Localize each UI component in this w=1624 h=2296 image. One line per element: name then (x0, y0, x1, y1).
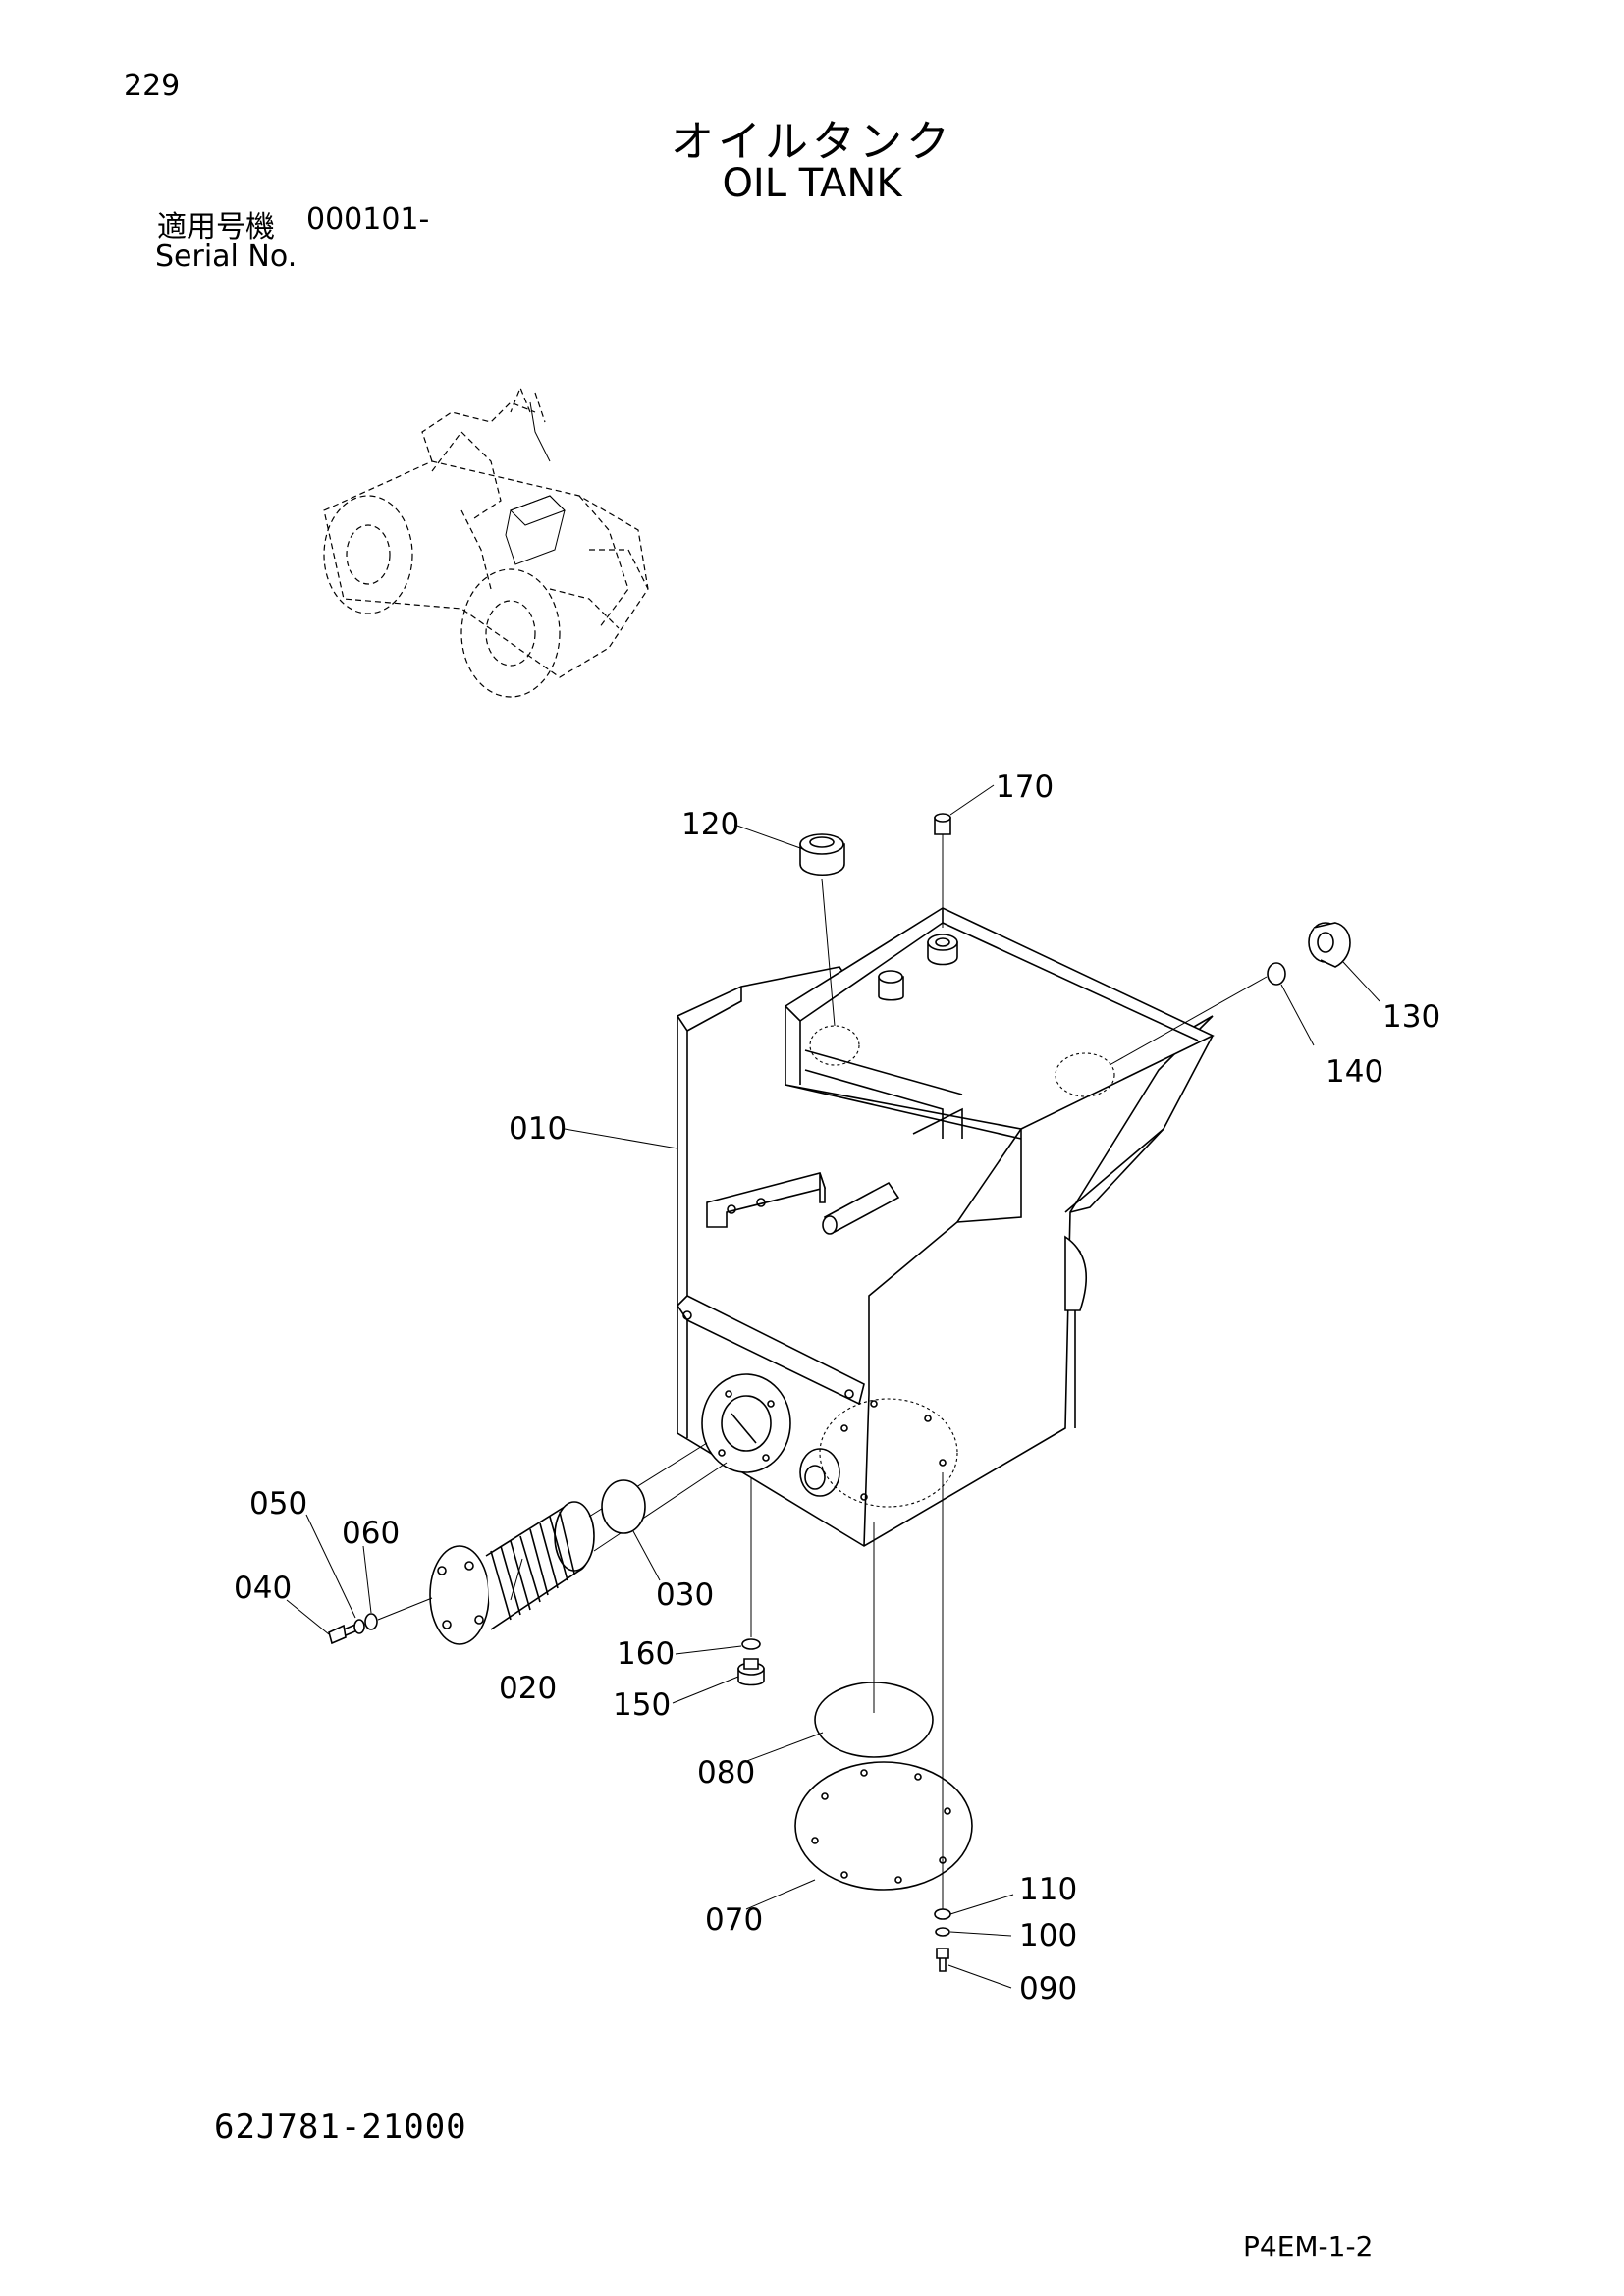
callout-080: 080 (697, 1755, 755, 1790)
part-090-bolt (936, 1472, 949, 1972)
part-020-strainer (429, 1442, 728, 1645)
oil-tank-body (676, 907, 1215, 1547)
serial-label-en: Serial No. (155, 240, 298, 274)
serial-value: 000101- (306, 202, 430, 237)
callout-100: 100 (1019, 1918, 1077, 1953)
part-110-washer (934, 1908, 951, 1920)
page-title-jp: オイルタンク (671, 117, 953, 167)
part-070-cover (794, 1761, 973, 1891)
callout-070: 070 (705, 1902, 763, 1938)
callout-030: 030 (656, 1577, 714, 1613)
callout-060: 060 (342, 1516, 400, 1551)
part-170-plug (934, 813, 951, 928)
machine-locator-thumbnail (323, 386, 649, 698)
page-number: 229 (124, 69, 181, 103)
serial-label-jp: 適用号機 (157, 210, 275, 244)
callout-150: 150 (613, 1687, 671, 1723)
callout-040: 040 (234, 1571, 292, 1606)
callout-120: 120 (681, 807, 739, 842)
part-100-washer (935, 1927, 950, 1937)
part-060-washer (364, 1597, 433, 1630)
part-050-washer (353, 1619, 365, 1634)
callout-130: 130 (1382, 999, 1440, 1035)
part-140-oring (1109, 962, 1286, 1066)
callout-020: 020 (499, 1671, 557, 1706)
part-080-gasket (814, 1522, 934, 1758)
callout-050: 050 (249, 1486, 307, 1522)
part-030-oring (601, 1479, 646, 1534)
part-150-plug (737, 1477, 765, 1686)
callout-090: 090 (1019, 1971, 1077, 2006)
part-160-washer (741, 1638, 761, 1650)
callout-140: 140 (1326, 1054, 1383, 1090)
callout-110: 110 (1019, 1872, 1077, 1907)
callout-170: 170 (996, 770, 1054, 805)
callout-010: 010 (509, 1111, 567, 1147)
drawing-number: 62J781-21000 (214, 2108, 467, 2147)
part-120-cap (799, 833, 845, 1027)
callout-160: 160 (617, 1636, 675, 1672)
part-040-bolt (328, 1624, 358, 1645)
page-title-en: OIL TANK (722, 161, 902, 206)
leader-lines (286, 784, 1380, 1989)
part-130-plug (1308, 922, 1351, 968)
page-code: P4EM-1-2 (1243, 2230, 1374, 2263)
